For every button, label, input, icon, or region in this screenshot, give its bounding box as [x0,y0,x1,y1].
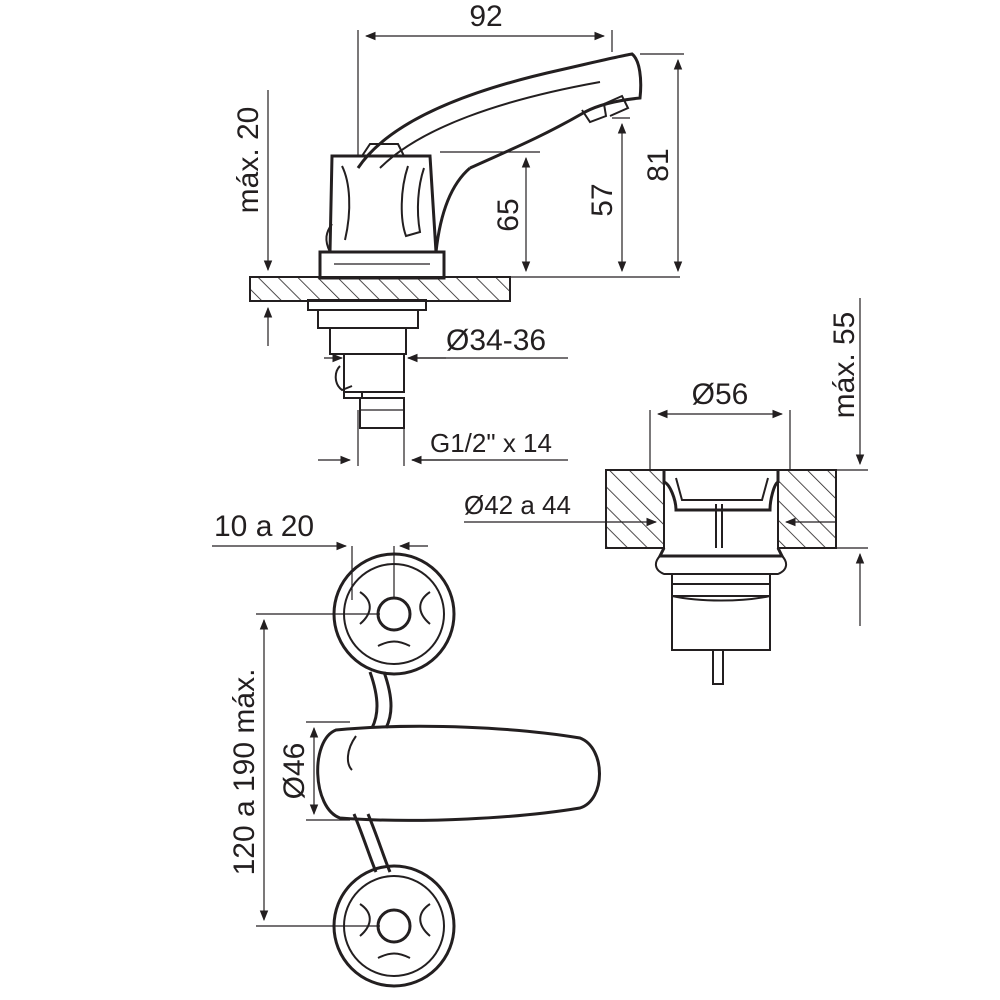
label-57: 57 [586,183,619,216]
label-diam-46: Ø46 [278,743,311,800]
label-65: 65 [492,198,525,231]
label-10-a-20: 10 a 20 [214,510,314,543]
base-flange [318,250,446,280]
spout-body [356,52,643,170]
valve-section-view [605,469,837,685]
label-diam-34-36: Ø34-36 [446,324,546,357]
dim-max-20: máx. 20 [232,90,273,346]
label-thread: G1/2" x 14 [430,428,552,458]
dim-spout-reach: 92 [357,0,613,156]
dim-10-a-20: 10 a 20 [212,510,428,600]
dim-diam-46: Ø46 [278,721,350,821]
faucet-top-view [316,552,601,988]
label-92: 92 [469,0,502,33]
label-diam-42-44: Ø42 a 44 [464,490,571,520]
dim-diam-34-36: Ø34-36 [324,324,568,363]
label-81: 81 [642,148,675,181]
dim-max-55: máx. 55 [828,298,868,626]
label-max-20: máx. 20 [232,107,265,214]
dim-thread: G1/2" x 14 [318,410,568,466]
faucet-side-view [249,52,643,429]
label-120-a-190: 120 a 190 máx. [228,669,261,876]
countertop-hatch [249,276,511,302]
label-diam-56: Ø56 [692,378,749,411]
dim-heights: 65 57 81 [440,53,684,278]
dim-diam-56: Ø56 [649,378,791,470]
spout-plan [316,724,601,822]
section-hatch-left [605,469,665,549]
label-max-55: máx. 55 [828,312,861,419]
section-hatch-right [777,469,837,549]
dim-120-a-190: 120 a 190 máx. [228,613,380,927]
dim-diam-42-44: Ø42 a 44 [464,490,836,527]
